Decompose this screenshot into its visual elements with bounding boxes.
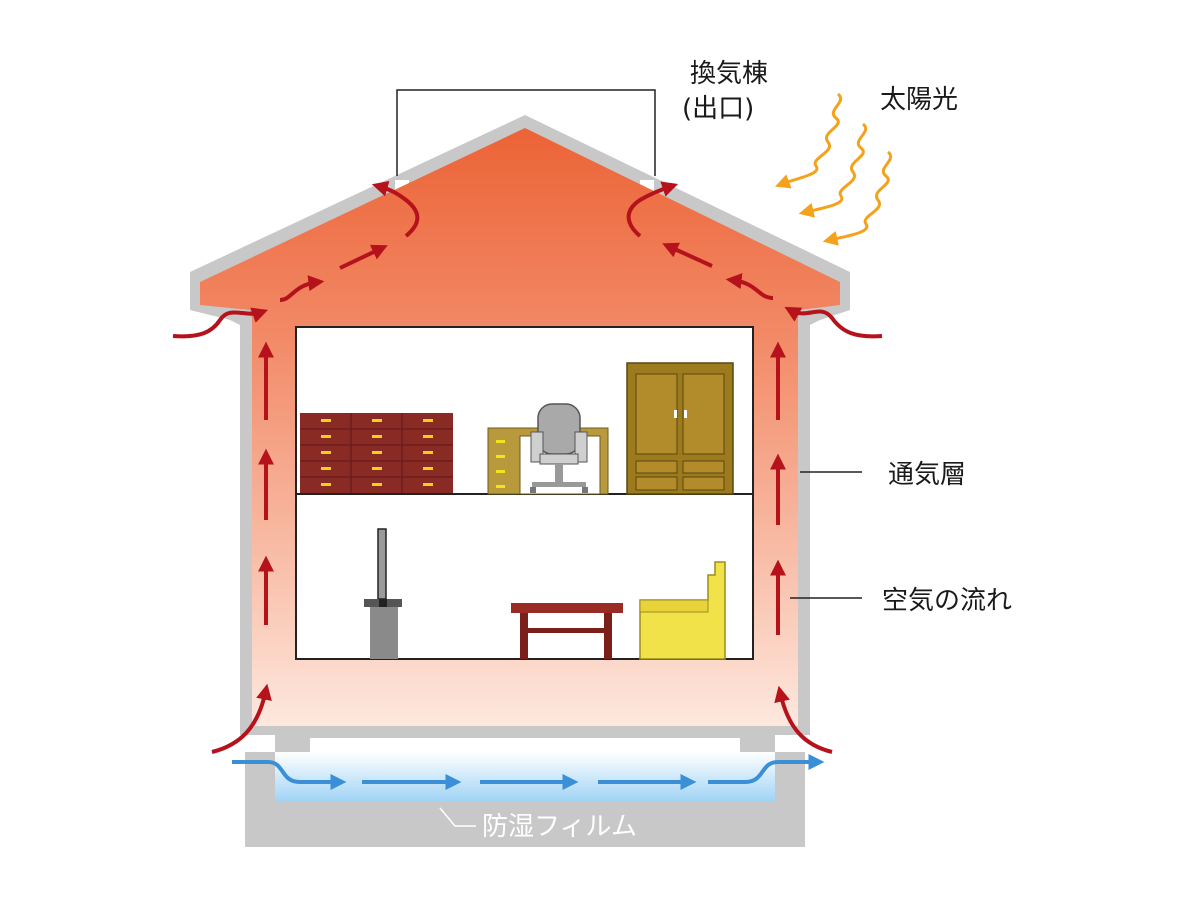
sunlight-label: 太陽光 [880,85,958,115]
right-wall-airflow [770,341,833,754]
left-wall-airflow [211,341,274,754]
ridge-vent-label: 換気棟 [690,59,768,89]
drawer-cabinet [300,413,453,493]
office-chair [530,403,588,493]
sofa-chair [639,561,726,660]
air-flow-label: 空気の流れ [882,586,1012,616]
ridge-vent-outlet-label: (出口) [682,94,754,124]
wardrobe [626,362,734,495]
ventilation-layer-label: 通気層 [888,460,966,490]
foundation [245,732,805,847]
leader-lines [396,89,862,599]
tv-stand [364,528,402,659]
roof-airflow-left [172,180,420,339]
underfloor-airflow [232,754,825,790]
moisture-film-leader [439,807,476,827]
low-table [511,603,623,659]
roof-airflow-right [626,181,883,339]
sunlight-rays [774,92,892,246]
moisture-film-label: 防湿フィルム [482,812,637,842]
